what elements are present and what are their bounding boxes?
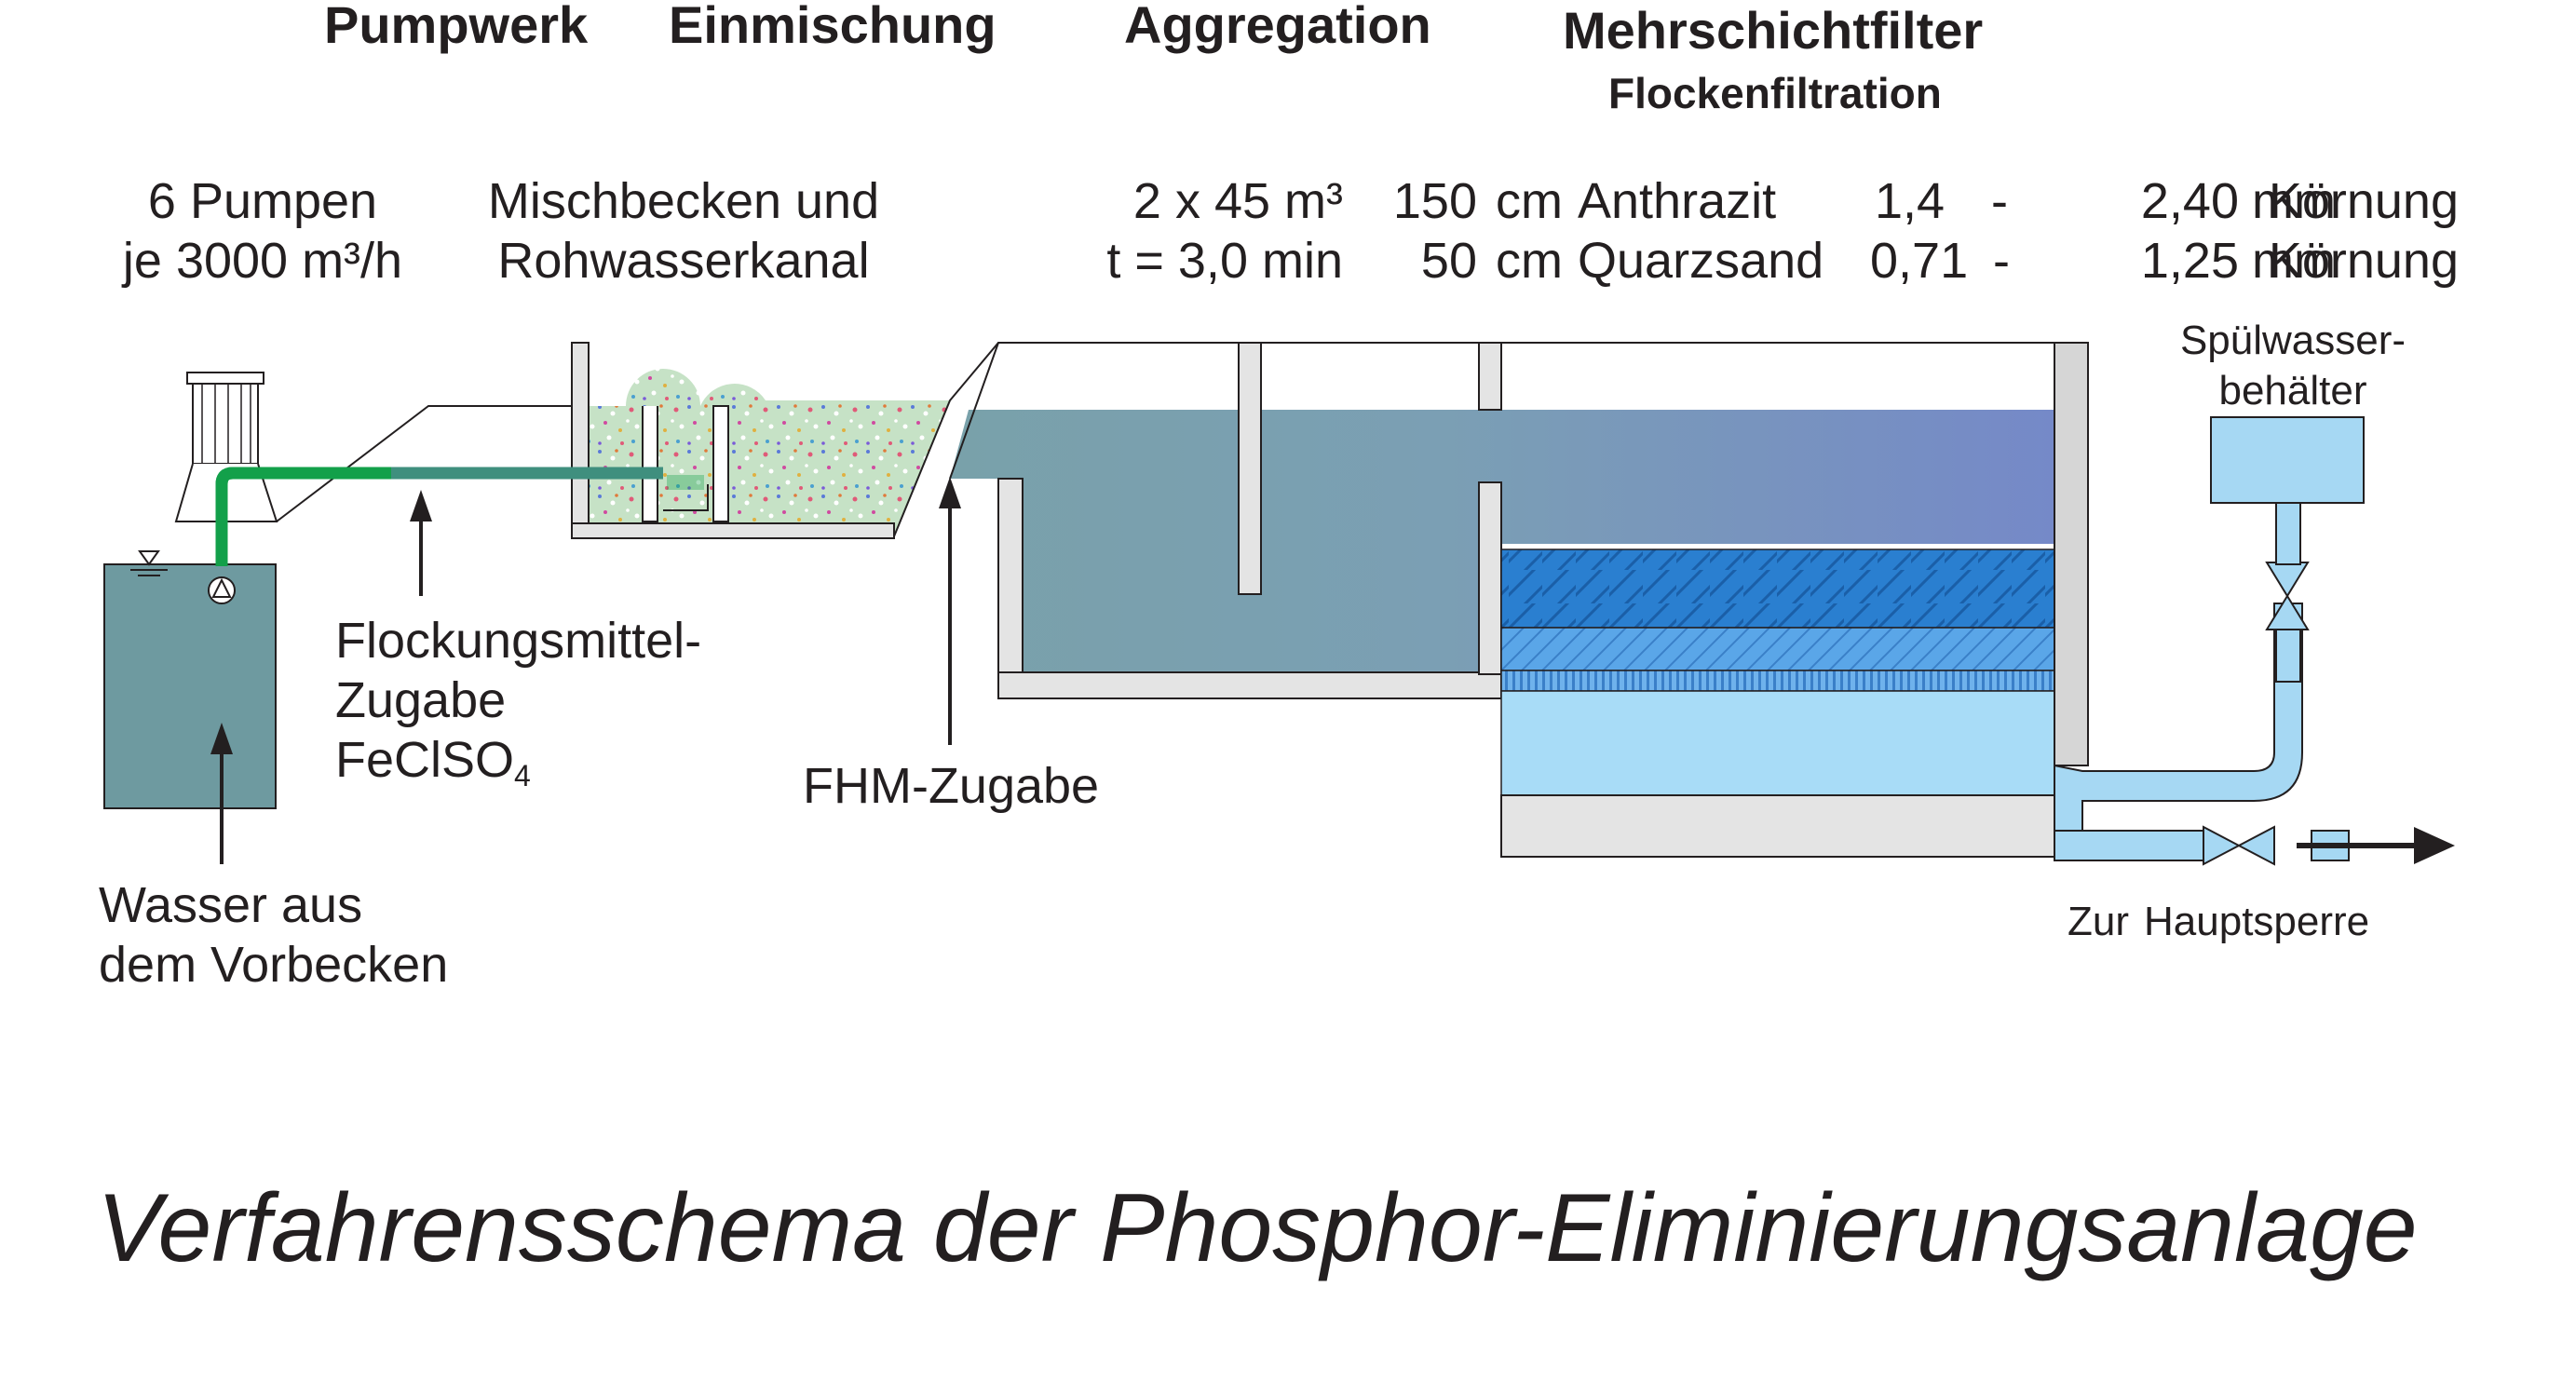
label-outlet-dest: Hauptsperre — [2144, 899, 2369, 944]
filter-wall-top — [1478, 342, 1502, 411]
overflow-slope — [949, 342, 1028, 480]
spec-agg-volume: 2 x 45 m³ — [1133, 173, 1343, 229]
label-outlet-zur: Zur — [2068, 899, 2129, 944]
filter-wall-left — [1478, 481, 1502, 675]
spec-mix-line1: Mischbecken und — [488, 173, 879, 229]
spec-unit-mm-2: mm — [2252, 233, 2336, 289]
spec-unit-cm-1: cm — [1496, 173, 1563, 229]
pump-station — [174, 372, 574, 522]
spec-pumps-capacity: je 3000 m³/h — [121, 233, 402, 289]
label-flock-line2: Zugabe — [335, 672, 506, 728]
agg-baffle — [1238, 342, 1262, 595]
wash-return-pipe — [2054, 603, 2303, 861]
water-level-icon — [138, 550, 160, 566]
header-mehrschichtfilter: Mehrschichtfilter — [1563, 1, 1983, 60]
agg-floor — [997, 671, 1502, 699]
sump-tank — [103, 550, 277, 809]
underdrain-space — [1500, 690, 2055, 796]
spec-koernung-2: Körnung — [2269, 233, 2459, 289]
label-spuel-line2: behälter — [2218, 368, 2366, 413]
spec-depth-anthrazit: 150 — [1393, 173, 1477, 229]
spec-depth-quarzsand: 50 — [1421, 233, 1477, 289]
spec-mix-line2: Rohwasserkanal — [497, 233, 869, 289]
baffle-mid — [657, 405, 729, 522]
spec-grain1-from: 1,4 — [1875, 173, 1945, 229]
spec-unit-cm-2: cm — [1496, 233, 1563, 289]
spec-koernung-1: Körnung — [2269, 173, 2459, 229]
diagram-title: Verfahrensschema der Phosphor-Eliminieru… — [97, 1174, 2418, 1282]
spec-media-anthrazit: Anthrazit — [1578, 173, 1776, 229]
header-flockenfiltration: Flockenfiltration — [1608, 69, 1942, 117]
layer-quarzsand — [1500, 627, 2055, 671]
label-flock-line1: Flockungsmittel- — [335, 613, 701, 669]
outlet-valve-icon — [2203, 825, 2275, 866]
outlet-piping — [2054, 416, 2455, 866]
mixing-basin — [571, 342, 999, 539]
header-pumpwerk: Pumpwerk — [324, 0, 589, 54]
filter-floor — [1500, 794, 2055, 858]
label-water-line1: Wasser aus — [99, 877, 362, 933]
spec-dash-2: - — [1993, 233, 2010, 289]
label-flock-subscript: 4 — [514, 759, 531, 792]
label-spuel-line1: Spülwasser- — [2180, 318, 2406, 363]
spec-unit-mm-1: mm — [2252, 173, 2336, 229]
layer-anthrazit — [1500, 549, 2055, 629]
spec-grain2-to: 1,25 — [2141, 233, 2239, 289]
spec-grain1-to: 2,40 — [2141, 173, 2239, 229]
agg-wall-left — [997, 478, 1024, 675]
spec-agg-time: t = 3,0 min — [1106, 233, 1343, 289]
baffle-left — [642, 406, 658, 522]
mix-basin-fill — [589, 369, 950, 536]
aggregation-filter-basin — [949, 342, 2089, 858]
header-einmischung: Einmischung — [669, 0, 997, 54]
spec-pumps-count: 6 Pumpen — [148, 173, 377, 229]
spec-media-quarzsand: Quarzsand — [1578, 233, 1824, 289]
layer-gravel — [1500, 670, 2055, 692]
header-aggregation: Aggregation — [1124, 0, 1431, 54]
wash-water-tank — [2210, 416, 2365, 504]
wash-valve-icon — [2265, 562, 2310, 630]
label-flock-line3: FeClSO4 — [335, 732, 531, 792]
inflow-arrow — [210, 723, 233, 864]
dosing-arrow-fhm — [939, 477, 961, 745]
filter-wall-right — [2054, 342, 2089, 766]
inlet-channel-outline — [276, 405, 574, 522]
label-fhm-zugabe: FHM-Zugabe — [803, 758, 1099, 814]
spec-dash-1: - — [1991, 173, 2008, 229]
spec-grain2-from: 0,71 — [1870, 233, 1968, 289]
label-water-line2: dem Vorbecken — [99, 937, 448, 993]
dosing-arrow-flock — [410, 490, 432, 596]
